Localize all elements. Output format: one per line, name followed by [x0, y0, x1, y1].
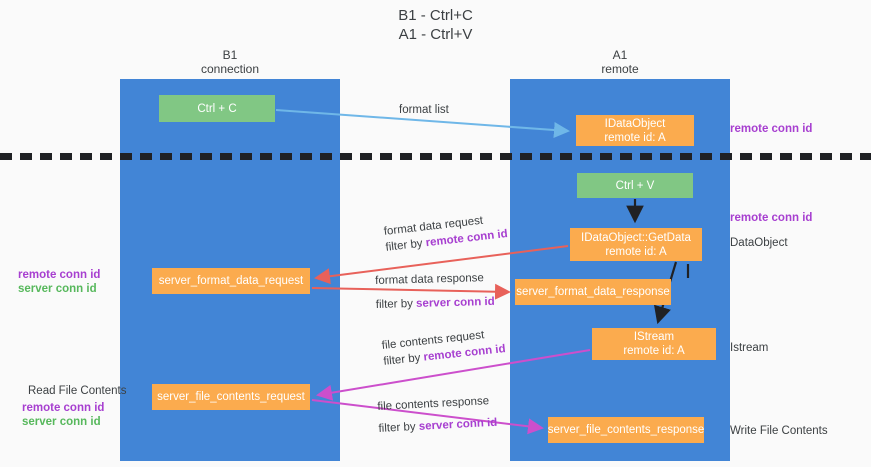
box-server-format-data-response-label: server_format_data_response	[516, 286, 670, 298]
box-istream[interactable]: IStream remote id: A	[592, 328, 716, 360]
filter-key-server-conn-id: server conn id	[415, 295, 495, 310]
box-server-file-contents-request[interactable]: server_file_contents_request	[152, 384, 310, 410]
annotation-remote-conn-id-mid: remote conn id	[730, 212, 813, 224]
box-ctrl-c-label: Ctrl + C	[197, 102, 237, 115]
edge-label-format-data-response-filter: filter by server conn id	[376, 294, 495, 313]
page-title: B1 - Ctrl+C A1 - Ctrl+V	[0, 6, 871, 44]
edge-label-format-data-request-group: format data request filter by remote con…	[383, 210, 509, 256]
box-ctrl-v[interactable]: Ctrl + V	[577, 173, 693, 198]
box-server-file-contents-response[interactable]: server_file_contents_response	[548, 417, 704, 443]
box-server-format-data-response[interactable]: server_format_data_response	[515, 279, 671, 305]
phase-divider-dashed-line	[0, 153, 871, 160]
column-header-a1-role: remote	[601, 62, 639, 76]
box-server-format-data-request-label: server_format_data_request	[158, 275, 304, 287]
column-header-b1-role: connection	[200, 62, 260, 76]
column-header-b1: B1 connection	[120, 48, 340, 76]
annotation-read-file-contents: Read File Contents	[28, 385, 127, 397]
filter-prefix: filter by	[382, 351, 425, 368]
edge-label-format-data-response: format data response	[375, 272, 485, 287]
box-server-file-contents-response-label: server_file_contents_response	[547, 424, 705, 436]
annotation-left-conn-ids-bottom: remote conn id server conn id	[22, 401, 104, 429]
box-server-format-data-request[interactable]: server_format_data_request	[152, 268, 310, 294]
filter-prefix: filter by	[375, 297, 417, 311]
edge-label-format-data-response-group: format data response filter by server co…	[375, 270, 495, 313]
annotation-write-file-contents: Write File Contents	[730, 425, 828, 437]
box-idataobject-getdata[interactable]: IDataObject::GetData remote id: A	[570, 228, 702, 261]
filter-key-server-conn-id: server conn id	[418, 416, 498, 433]
column-header-b1-name: B1	[222, 48, 238, 62]
column-header-a1-name: A1	[612, 48, 628, 62]
box-getdata-title: IDataObject::GetData	[581, 231, 691, 244]
box-istream-title: IStream	[633, 331, 675, 343]
annotation-left-server-conn-id-bottom: server conn id	[22, 416, 101, 428]
annotation-istream: Istream	[730, 342, 769, 354]
box-server-file-contents-request-label: server_file_contents_request	[157, 391, 305, 403]
title-line-1: B1 - Ctrl+C	[398, 7, 473, 24]
box-idataobject[interactable]: IDataObject remote id: A	[576, 115, 694, 146]
annotation-left-remote-conn-id-mid: remote conn id	[18, 269, 101, 281]
annotation-remote-conn-id-top: remote conn id	[730, 123, 813, 135]
box-idataobject-remote-id: remote id: A	[604, 131, 666, 144]
box-getdata-remote-id: remote id: A	[605, 245, 667, 258]
box-ctrl-c[interactable]: Ctrl + C	[159, 95, 275, 122]
column-header-a1: A1 remote	[510, 48, 730, 76]
edge-label-format-list: format list	[399, 104, 449, 116]
annotation-dataobject: DataObject	[730, 237, 788, 249]
box-istream-remote-id: remote id: A	[623, 345, 685, 357]
edge-label-file-contents-response-group: file contents response filter by server …	[377, 393, 498, 437]
edge-label-file-contents-request-group: file contents request filter by remote c…	[381, 325, 506, 370]
edge-label-file-contents-response-filter: filter by server conn id	[378, 415, 498, 437]
filter-prefix: filter by	[378, 420, 420, 435]
annotation-left-server-conn-id-mid: server conn id	[18, 283, 97, 295]
title-line-2: A1 - Ctrl+V	[398, 26, 473, 43]
filter-prefix: filter by	[385, 237, 427, 254]
box-ctrl-v-label: Ctrl + V	[615, 179, 655, 192]
annotation-left-conn-ids-mid: remote conn id server conn id	[18, 268, 100, 296]
annotation-left-remote-conn-id-bottom: remote conn id	[22, 402, 105, 414]
box-idataobject-title: IDataObject	[604, 117, 666, 130]
edge-label-file-contents-response: file contents response	[377, 395, 490, 413]
